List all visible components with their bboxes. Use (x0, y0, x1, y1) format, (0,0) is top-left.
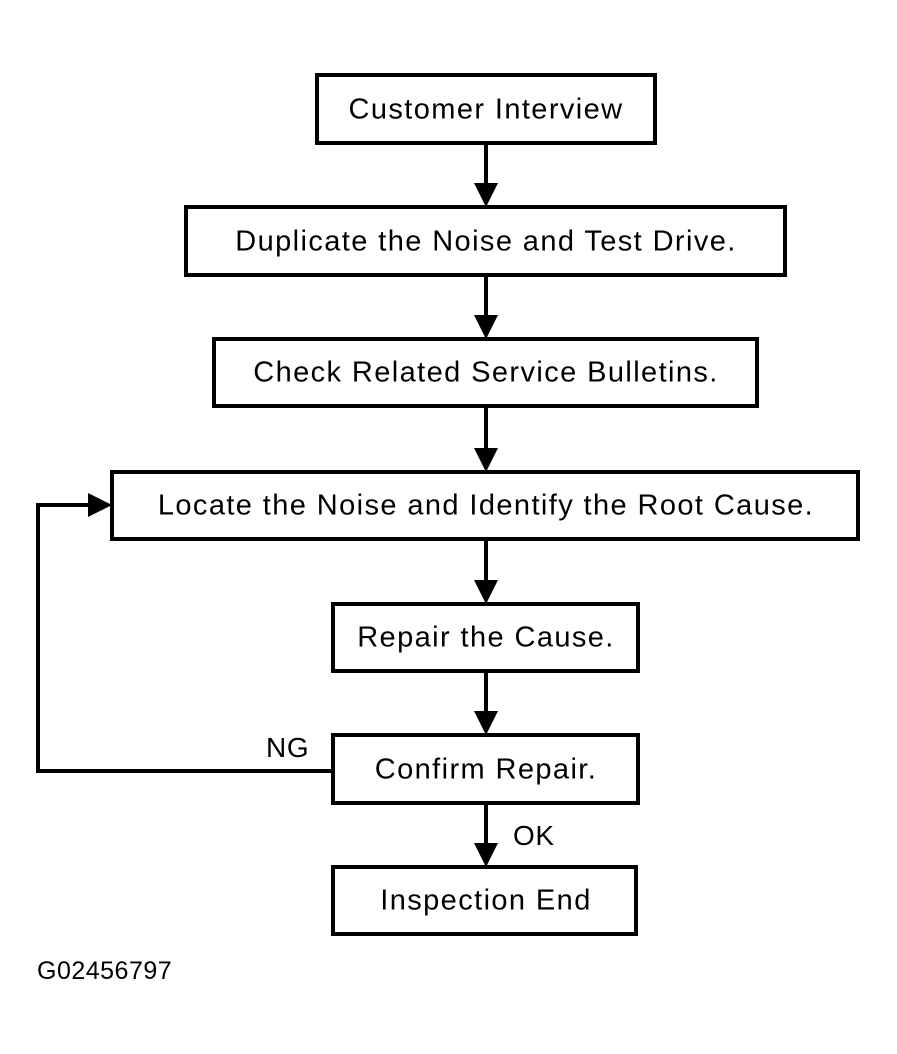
node-label: Customer Interview (349, 94, 624, 126)
edge-interview-to-duplicate (474, 143, 498, 207)
node-customer-interview[interactable]: Customer Interview (315, 73, 657, 145)
arrow-head-icon (474, 711, 498, 735)
node-label: Duplicate the Noise and Test Drive. (235, 226, 736, 258)
edge-confirm-to-end (474, 803, 498, 867)
edge-label-ok: OK (513, 820, 555, 851)
node-box[interactable] (212, 337, 759, 408)
node-label: Confirm Repair. (375, 754, 597, 786)
node-box[interactable] (331, 602, 640, 673)
node-locate-noise[interactable]: Locate the Noise and Identify the Root C… (110, 470, 860, 541)
edge-duplicate-to-check (474, 275, 498, 339)
node-label: Repair the Cause. (357, 622, 615, 654)
node-duplicate-noise[interactable]: Duplicate the Noise and Test Drive. (184, 205, 787, 277)
arrow-head-icon (474, 580, 498, 604)
node-box[interactable] (331, 865, 638, 936)
node-box[interactable] (331, 733, 640, 805)
figure-caption: G02456797 (37, 957, 172, 985)
node-label: Inspection End (380, 885, 591, 917)
node-confirm-repair[interactable]: Confirm Repair. (331, 733, 640, 805)
edge-locate-to-repair (474, 539, 498, 604)
connector-line (36, 503, 333, 773)
edge-confirm-to-locate (36, 493, 333, 773)
arrow-head-icon (474, 315, 498, 339)
node-inspection-end[interactable]: Inspection End (331, 865, 638, 936)
edge-repair-to-confirm (474, 671, 498, 735)
arrow-head-icon (474, 183, 498, 207)
node-label: Locate the Noise and Identify the Root C… (158, 490, 814, 522)
arrow-head-icon (474, 843, 498, 867)
node-box[interactable] (184, 205, 787, 277)
node-check-bulletins[interactable]: Check Related Service Bulletins. (212, 337, 759, 408)
edge-check-to-locate (474, 406, 498, 472)
node-repair-cause[interactable]: Repair the Cause. (331, 602, 640, 673)
node-label: Check Related Service Bulletins. (253, 357, 719, 389)
edge-label-ng: NG (266, 732, 309, 763)
node-box[interactable] (315, 73, 657, 145)
arrow-head-icon (88, 493, 112, 517)
arrow-head-icon (474, 448, 498, 472)
node-box[interactable] (110, 470, 860, 541)
